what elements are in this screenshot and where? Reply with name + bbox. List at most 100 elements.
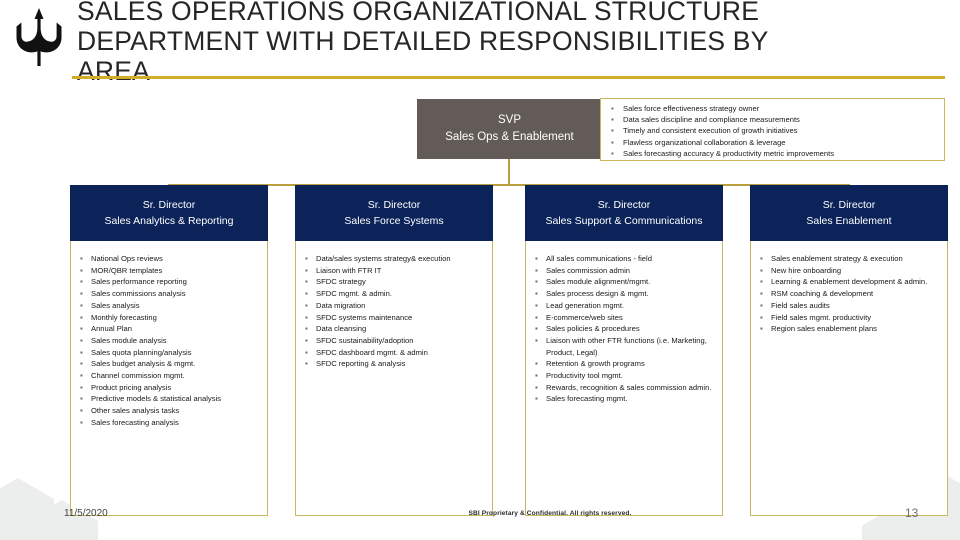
column-department: Sales Force Systems — [344, 215, 444, 227]
bullet-icon: ▪ — [305, 300, 308, 310]
bullet-icon: ▪ — [305, 359, 308, 369]
column-header[interactable]: Sr. Director Sales Enablement — [750, 185, 948, 241]
trident-logo — [16, 8, 62, 66]
bullet-icon: ▪ — [80, 394, 83, 404]
list-item: ▪Data/sales systems strategy& execution — [298, 253, 488, 265]
bullet-icon: ▪ — [535, 289, 538, 299]
column-body: ▪All sales communications - field ▪Sales… — [525, 241, 723, 516]
connector-horizontal-bar — [168, 184, 850, 186]
column-role: Sr. Director — [142, 199, 196, 211]
bullet-icon: ▪ — [535, 312, 538, 322]
bullet-icon: ▪ — [80, 289, 83, 299]
list-item-label: Liaison with other FTR functions (i.e. M… — [546, 335, 707, 357]
list-item-label: Sales process design & mgmt. — [546, 289, 649, 299]
column-department: Sales Support & Communications — [545, 215, 703, 227]
list-item: ▪MOR/QBR templates — [73, 265, 263, 277]
list-item-label: Predictive models & statistical analysis — [91, 394, 221, 404]
column-body: ▪Sales enablement strategy & execution ▪… — [750, 241, 948, 516]
list-item-label: Data sales discipline and compliance mea… — [623, 115, 800, 125]
bullet-icon: ▪ — [80, 335, 83, 345]
list-item: ▪Annual Plan — [73, 323, 263, 335]
list-item-label: SFDC systems maintenance — [316, 312, 413, 322]
list-item-label: Field sales audits — [771, 300, 830, 310]
list-item-label: Channel commission mgmt. — [91, 371, 185, 381]
slide-title: SALES OPERATIONS ORGANIZATIONAL STRUCTUR… — [77, 0, 769, 86]
bullet-icon: ▪ — [611, 148, 614, 158]
bullet-icon: ▪ — [80, 312, 83, 322]
list-item-label: SFDC reporting & analysis — [316, 359, 406, 369]
list-item: ▪Liaison with FTR IT — [298, 265, 488, 277]
list-item: ▪Sales enablement strategy & execution — [753, 253, 943, 265]
bullet-icon: ▪ — [80, 382, 83, 392]
list-item: ▪ SFDC strategy — [298, 276, 488, 288]
list-item-label: New hire onboarding — [771, 265, 842, 275]
bullet-icon: ▪ — [305, 277, 308, 287]
list-item-label: Flawless organizational collaboration & … — [623, 137, 786, 147]
list-item: ▪Sales forecasting analysis — [73, 417, 263, 429]
list-item: ▪Sales forecasting mgmt. — [528, 393, 718, 405]
svp-role: SVP — [497, 114, 521, 126]
list-item-label: SFDC mgmt. & admin. — [316, 289, 392, 299]
list-item-label: SFDC strategy — [316, 277, 366, 287]
column-body: ▪National Ops reviews ▪MOR/QBR templates… — [70, 241, 268, 516]
bullet-icon: ▪ — [535, 277, 538, 287]
column-header[interactable]: Sr. Director Sales Support & Communicati… — [525, 185, 723, 241]
bullet-icon: ▪ — [760, 324, 763, 334]
bullet-icon: ▪ — [80, 300, 83, 310]
list-item: ▪Monthly forecasting — [73, 312, 263, 324]
list-item: ▪SFDC mgmt. & admin. — [298, 288, 488, 300]
list-item-label: Learning & enablement development & admi… — [771, 277, 928, 287]
column-role: Sr. Director — [597, 199, 651, 211]
bullet-icon: ▪ — [80, 371, 83, 381]
list-item: ▪Retention & growth programs — [528, 358, 718, 370]
bullet-icon: ▪ — [535, 335, 538, 345]
list-item: ▪Region sales enablement plans — [753, 323, 943, 335]
list-item-label: Sales budget analysis & mgmt. — [91, 359, 196, 369]
bullet-icon: ▪ — [760, 312, 763, 322]
list-item-label: Sales analysis — [91, 300, 140, 310]
bullet-icon: ▪ — [305, 254, 308, 263]
list-item: ▪ Sales analysis — [73, 300, 263, 312]
list-item: ▪ Sales policies & procedures — [528, 323, 718, 335]
column-role: Sr. Director — [367, 199, 421, 211]
column-header[interactable]: Sr. Director Sales Force Systems — [295, 185, 493, 241]
bullet-icon: ▪ — [535, 254, 538, 263]
list-item: ▪ Liaison with other FTR functions (i.e. … — [528, 335, 718, 358]
list-item-label: Sales forecasting analysis — [91, 417, 179, 427]
list-item: ▪SFDC dashboard mgmt. & admin — [298, 347, 488, 359]
list-item-label: Sales policies & procedures — [546, 324, 640, 334]
org-column-sales-analytics-reporting: Sr. Director Sales Analytics & Reporting… — [70, 185, 268, 516]
list-item: ▪ SFDC systems maintenance — [298, 312, 488, 324]
bullet-icon: ▪ — [535, 324, 538, 334]
bullet-icon: ▪ — [535, 300, 538, 310]
list-item-label: Sales commissions analysis — [91, 289, 186, 299]
list-item-label: Sales quota planning/analysis — [91, 347, 192, 357]
connector-stem — [508, 159, 510, 185]
responsibility-list: ▪All sales communications - field ▪Sales… — [528, 253, 718, 405]
bullet-icon: ▪ — [760, 265, 763, 275]
list-item-label: Productivity tool mgmt. — [546, 371, 623, 381]
bullet-icon: ▪ — [305, 335, 308, 345]
column-header[interactable]: Sr. Director Sales Analytics & Reporting — [70, 185, 268, 241]
svp-node[interactable]: SVP Sales Ops & Enablement — [417, 99, 602, 159]
org-column-sales-force-systems: Sr. Director Sales Force Systems ▪Data/s… — [295, 185, 493, 516]
list-item: ▪ Predictive models & statistical analysi… — [73, 393, 263, 405]
org-column-sales-support-communications: Sr. Director Sales Support & Communicati… — [525, 185, 723, 516]
slide-page-number: 13 — [905, 506, 919, 520]
list-item-label: Product pricing analysis — [91, 382, 172, 392]
org-column-sales-enablement: Sr. Director Sales Enablement ▪Sales ena… — [750, 185, 948, 516]
list-item: ▪Other sales analysis tasks — [73, 405, 263, 417]
list-item: ▪Productivity tool mgmt. — [528, 370, 718, 382]
svp-responsibilities-callout: ▪ Sales force effectiveness strategy own… — [600, 98, 945, 161]
list-item: ▪Sales module alignment/mgmt. — [528, 276, 718, 288]
bullet-icon: ▪ — [611, 115, 614, 125]
bullet-icon: ▪ — [80, 265, 83, 275]
bullet-icon: ▪ — [305, 312, 308, 322]
list-item: ▪ Sales process design & mgmt. — [528, 288, 718, 300]
bullet-icon: ▪ — [760, 289, 763, 299]
list-item-label: E-commerce/web sites — [546, 312, 623, 322]
list-item: ▪ Timely and consistent execution of gro… — [607, 125, 938, 136]
list-item-label: Data migration — [316, 300, 366, 310]
responsibility-list: ▪Data/sales systems strategy& execution … — [298, 253, 488, 370]
